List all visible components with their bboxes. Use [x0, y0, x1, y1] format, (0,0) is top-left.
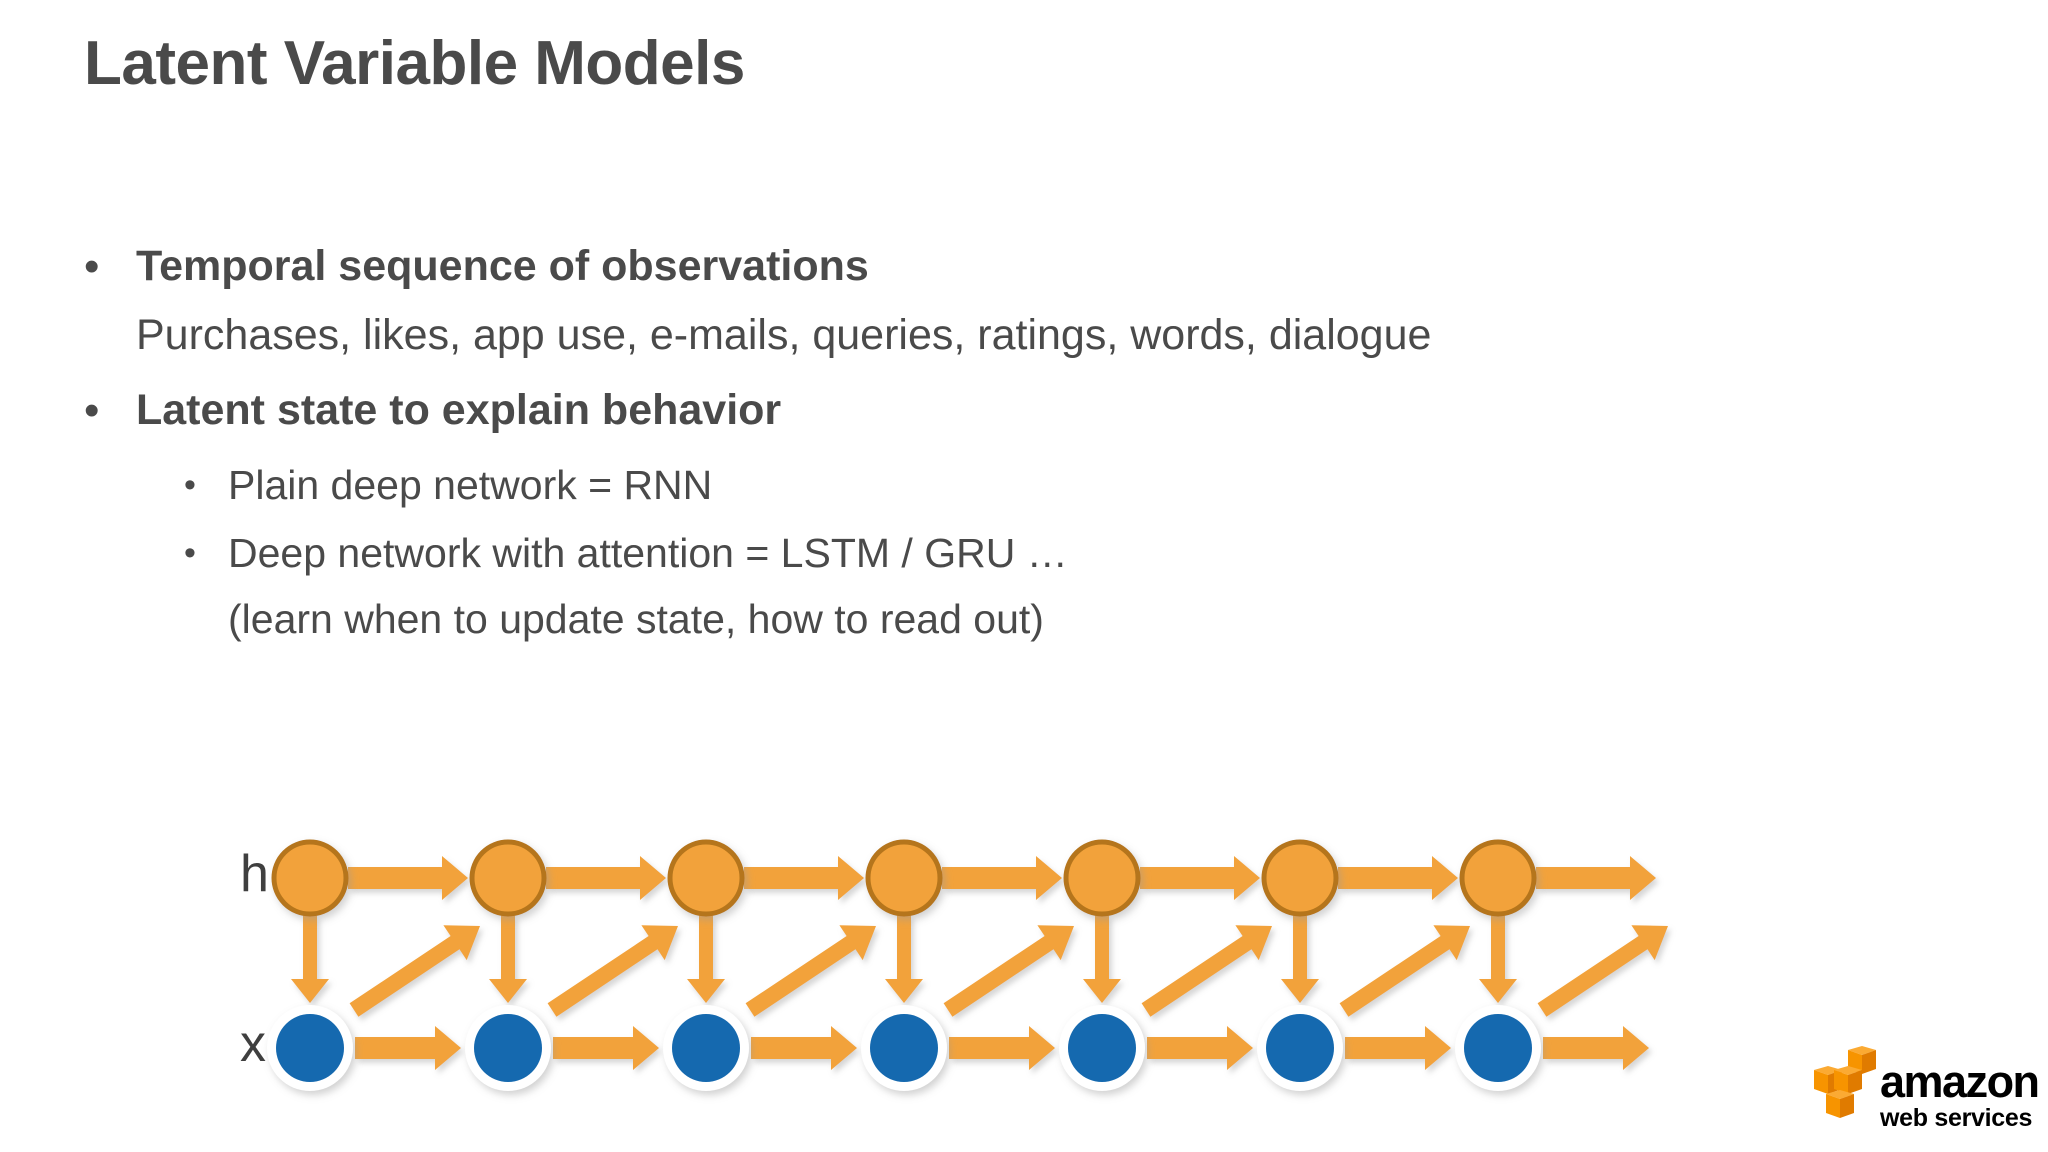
bullet-heading-1: Temporal sequence of observations [136, 242, 869, 290]
observed-node-x[interactable] [861, 1005, 947, 1091]
edge-h-to-h [942, 856, 1062, 900]
bullet-text-2: Latent state to explain behavior [136, 376, 781, 445]
edge-h-to-h [546, 856, 666, 900]
edge-x-to-h [547, 925, 678, 1017]
edge-h-to-x [885, 915, 923, 1003]
bullet-text-1: Temporal sequence of observations Purcha… [136, 232, 1431, 370]
edge-h-to-x [687, 915, 725, 1003]
observed-node-x[interactable] [663, 1005, 749, 1091]
bullet-line-4-2: (learn when to update state, how to read… [228, 596, 1044, 642]
bullet-subtext-1: Purchases, likes, app use, e-mails, quer… [136, 311, 1432, 359]
hidden-node-h[interactable] [667, 839, 745, 917]
edge-x-to-x [355, 1026, 461, 1070]
edge-h-to-x [1281, 915, 1319, 1003]
observed-node-x[interactable] [1455, 1005, 1541, 1091]
observed-node-x[interactable] [465, 1005, 551, 1091]
bullet-marker: • [84, 386, 100, 435]
bullet-marker: • [184, 466, 196, 504]
hidden-node-h[interactable] [1459, 839, 1537, 917]
diagram-edges [291, 856, 1668, 1070]
diagram-row-label-h: h [240, 845, 269, 903]
bullet-text-4: Deep network with attention = LSTM / GRU… [228, 520, 1068, 652]
bullet-item-3: • Plain deep network = RNN [184, 452, 1964, 518]
aws-wordmark: amazon web services [1880, 1056, 2048, 1132]
aws-wordmark-web-services: web services [1880, 1104, 2033, 1132]
edge-h-to-x [291, 915, 329, 1003]
edge-h-to-h [744, 856, 864, 900]
bullet-item-2: • Latent state to explain behavior [84, 376, 1964, 446]
aws-cubes-icon [1814, 1046, 1876, 1118]
edge-x-to-x [1147, 1026, 1253, 1070]
edge-x-to-h [1339, 925, 1470, 1017]
bullet-line-4-1: Deep network with attention = LSTM / GRU… [228, 530, 1068, 576]
bullet-heading-2: Latent state to explain behavior [136, 386, 782, 434]
edge-h-to-x [1479, 915, 1517, 1003]
edge-x-to-h [349, 925, 480, 1017]
observed-node-x[interactable] [1059, 1005, 1145, 1091]
hidden-node-h[interactable] [1261, 839, 1339, 917]
bullet-item-1: • Temporal sequence of observations Purc… [84, 232, 1964, 370]
observed-node-x[interactable] [267, 1005, 353, 1091]
page-title: Latent Variable Models [84, 29, 745, 98]
bullet-item-4: • Deep network with attention = LSTM / G… [184, 520, 1964, 652]
aws-wordmark-amazon: amazon [1880, 1056, 2040, 1107]
edge-x-to-x [553, 1026, 659, 1070]
bullet-marker: • [184, 534, 196, 572]
diagram-row-label-x: x [240, 1015, 266, 1073]
edge-h-to-h [1140, 856, 1260, 900]
edge-h-to-h [1338, 856, 1458, 900]
diagram-nodes [267, 839, 1541, 1091]
bullet-marker: • [84, 242, 100, 291]
amazon-web-services-logo: amazon web services [1812, 1046, 2048, 1150]
edge-x-to-h [745, 925, 876, 1017]
edge-x-to-x [1543, 1026, 1649, 1070]
observed-node-x[interactable] [1257, 1005, 1343, 1091]
bullet-text-3: Plain deep network = RNN [228, 452, 712, 518]
edge-h-to-h [348, 856, 468, 900]
edge-h-to-x [489, 915, 527, 1003]
rnn-graph-svg [267, 839, 1668, 1091]
edge-h-to-x [1083, 915, 1121, 1003]
hidden-node-h[interactable] [271, 839, 349, 917]
edge-x-to-h [1141, 925, 1272, 1017]
edge-x-to-h [1537, 925, 1668, 1017]
edge-x-to-x [949, 1026, 1055, 1070]
hidden-node-h[interactable] [865, 839, 943, 917]
hidden-node-h[interactable] [469, 839, 547, 917]
edge-x-to-x [1345, 1026, 1451, 1070]
edge-x-to-h [943, 925, 1074, 1017]
edge-h-to-h [1536, 856, 1656, 900]
hidden-node-h[interactable] [1063, 839, 1141, 917]
bullet-line-3-1: Plain deep network = RNN [228, 462, 713, 508]
rnn-diagram: h x [210, 790, 1770, 1130]
edge-x-to-x [751, 1026, 857, 1070]
bullet-list: • Temporal sequence of observations Purc… [84, 232, 1964, 654]
